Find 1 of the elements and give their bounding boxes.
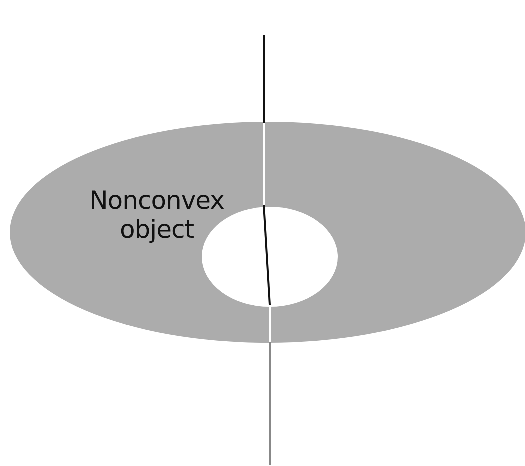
object-label: Nonconvex object (88, 186, 226, 244)
